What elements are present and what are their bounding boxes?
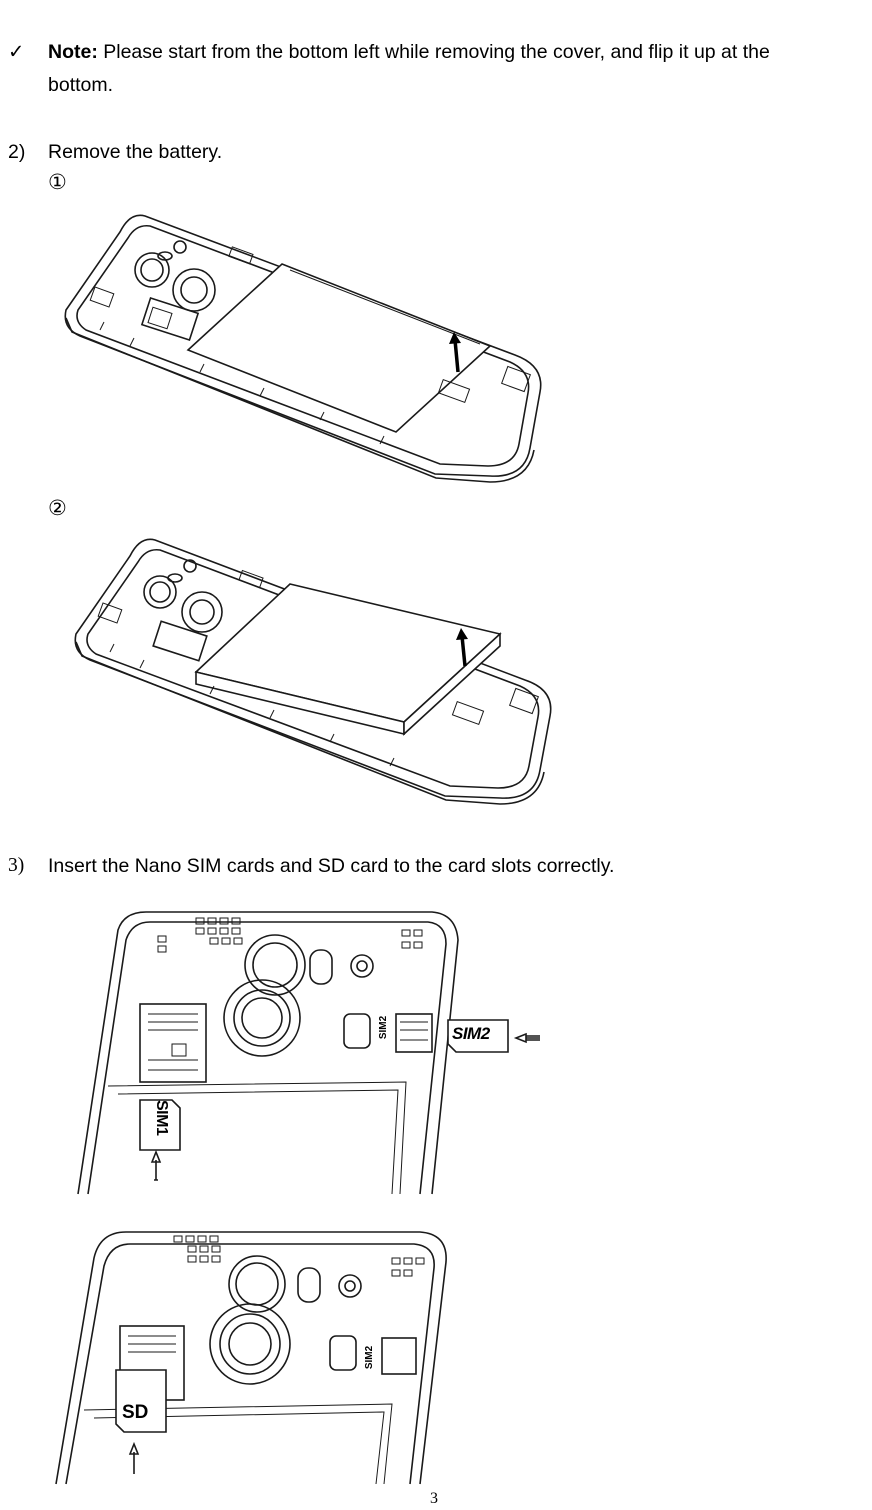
phone-top-sim: [77, 911, 540, 1195]
substep-2-marker: ②: [48, 496, 67, 520]
step3-number: 3): [8, 855, 25, 876]
note-label: Note:: [48, 41, 98, 63]
sim2-card-label: SIM2: [452, 1024, 490, 1043]
sd-card-label: SD: [122, 1402, 149, 1423]
phone-body-2: [74, 538, 552, 805]
note-line-2: bottom.: [48, 74, 114, 96]
phone-body-1: [64, 214, 542, 483]
step3-title: Insert the Nano SIM cards and SD card to…: [48, 855, 615, 877]
checkmark-icon: ✓: [8, 41, 25, 63]
note-text-1: Please start from the bottom left while …: [97, 41, 770, 63]
substep-1-marker: ①: [48, 170, 67, 194]
note-line-1: Note: Please start from the bottom left …: [48, 40, 770, 64]
step2-number: 2): [8, 141, 26, 163]
sim2-slot-label-2: SIM2: [364, 1345, 376, 1370]
page-number: 3: [430, 1490, 438, 1507]
step2-title: Remove the battery.: [48, 141, 223, 163]
phone-top-sd: [55, 1231, 447, 1485]
